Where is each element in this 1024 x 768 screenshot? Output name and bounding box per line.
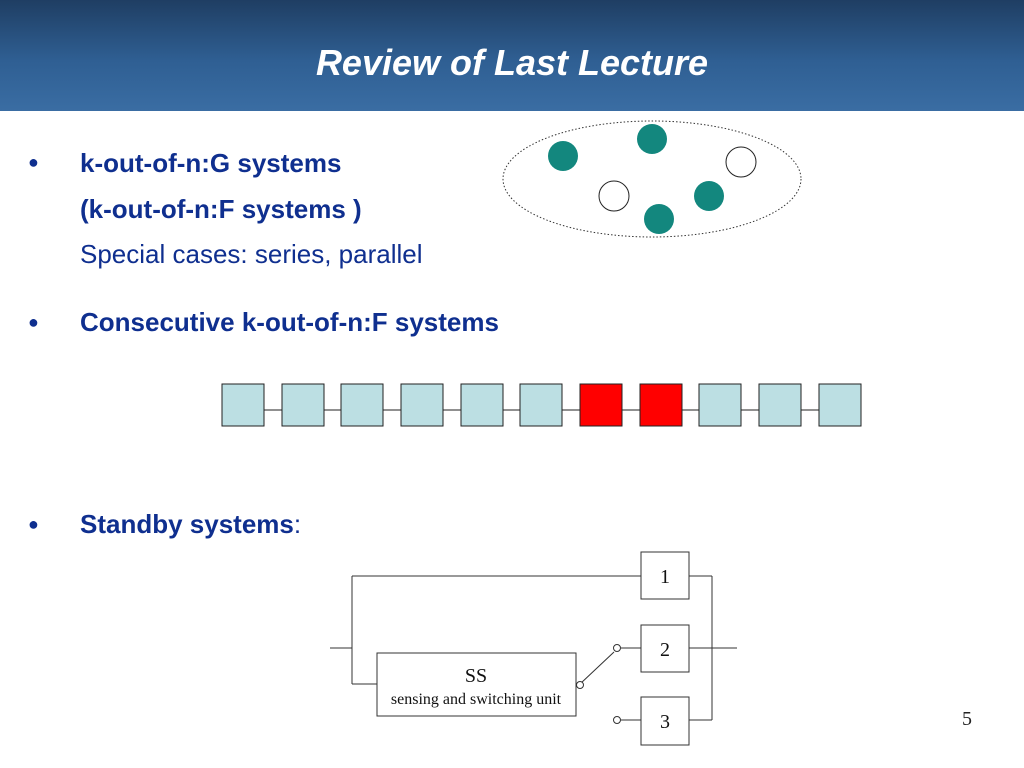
working-component xyxy=(644,204,674,234)
failed-chain-component xyxy=(639,383,683,427)
bullet-dot: ● xyxy=(28,152,39,172)
chain-component xyxy=(400,383,444,427)
standby-system-diagram xyxy=(330,551,737,746)
system-ellipse xyxy=(502,120,802,238)
ss-unit-box xyxy=(376,652,577,717)
title-bar: Review of Last Lecture xyxy=(0,0,1024,111)
switch-pivot xyxy=(576,681,584,689)
switch-arm xyxy=(579,651,615,685)
bullet-3-line-1: Standby systems: xyxy=(80,509,301,540)
bullet-dot: ● xyxy=(28,312,39,332)
chain-component xyxy=(698,383,742,427)
standby-labels: 1 2 3 SS sensing and switching unit xyxy=(391,566,670,733)
standby-unit-1 xyxy=(640,551,690,600)
bullet-1-line-2: (k-out-of-n:F systems ) xyxy=(80,194,362,224)
bullet-3-suffix: : xyxy=(293,509,302,539)
ss-title: SS xyxy=(465,665,487,687)
bullet-1-line-3: Special cases: series, parallel xyxy=(80,239,423,269)
switch-contact-3 xyxy=(613,716,621,724)
chain-component xyxy=(519,383,563,427)
chain-component xyxy=(221,383,265,427)
chain-component xyxy=(818,383,862,427)
page-number: 5 xyxy=(962,708,972,730)
consecutive-chain-diagram xyxy=(221,383,862,427)
chain-component xyxy=(758,383,802,427)
working-component xyxy=(548,141,578,171)
working-component xyxy=(694,181,724,211)
slide-title: Review of Last Lecture xyxy=(315,42,709,83)
unit-1-label: 1 xyxy=(660,566,670,588)
chain-component xyxy=(281,383,325,427)
failed-component xyxy=(725,146,757,178)
bullet-3-label: Standby systems xyxy=(80,509,294,539)
standby-unit-3 xyxy=(640,696,690,746)
switch-contact-2 xyxy=(613,644,621,652)
chain-component xyxy=(340,383,384,427)
bullet-dot: ● xyxy=(28,514,39,534)
unit-2-label: 2 xyxy=(660,639,670,661)
bullet-2-line-1: Consecutive k-out-of-n:F systems xyxy=(80,307,499,337)
bullet-1-line-1: k-out-of-n:G systems xyxy=(80,148,342,178)
standby-unit-2 xyxy=(640,624,690,673)
ss-caption: sensing and switching unit xyxy=(391,691,562,708)
failed-component xyxy=(598,180,630,212)
working-component xyxy=(637,124,667,154)
unit-3-label: 3 xyxy=(660,711,670,733)
k-out-of-n-diagram xyxy=(502,120,802,238)
chain-component xyxy=(460,383,504,427)
failed-chain-component xyxy=(579,383,623,427)
